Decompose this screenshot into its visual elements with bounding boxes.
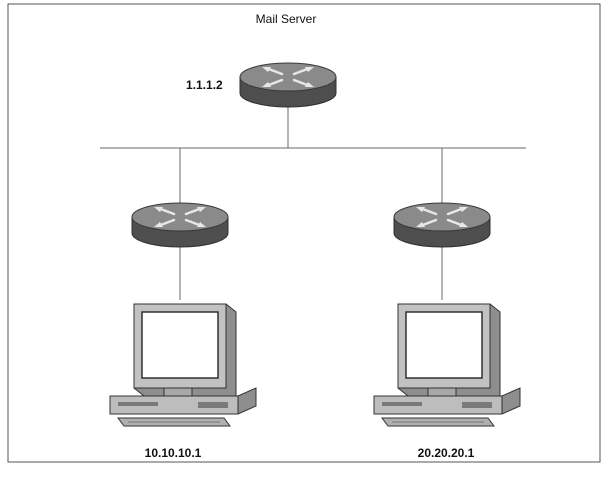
mail-server-router-icon <box>240 63 336 107</box>
left-host-ip: 10.10.10.1 <box>145 446 202 460</box>
right-router-icon <box>394 203 490 247</box>
mail-server-ip: 1.1.1.2 <box>186 78 223 92</box>
right-host-ip: 20.20.20.1 <box>418 446 475 460</box>
mail-server-title: Mail Server <box>256 12 317 26</box>
left-router-icon <box>132 203 228 247</box>
